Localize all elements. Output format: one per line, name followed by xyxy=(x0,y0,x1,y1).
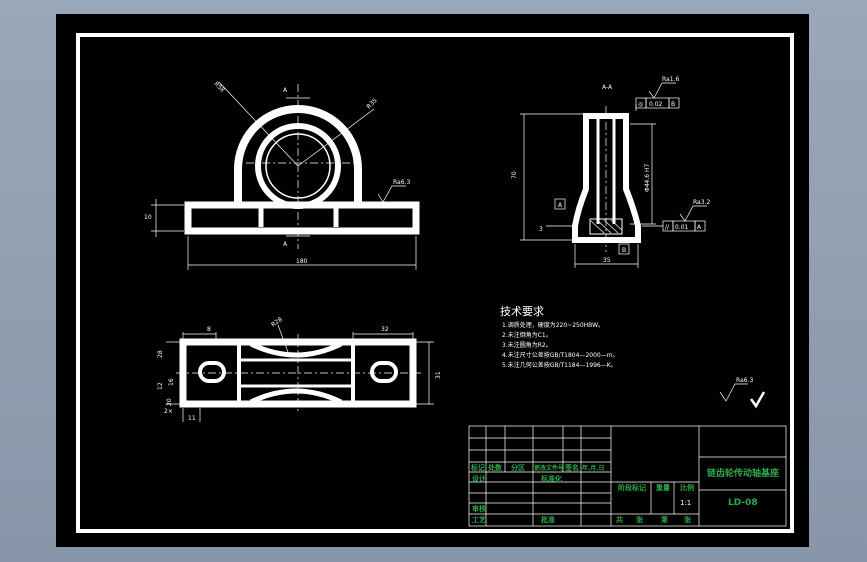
requirement-1: 1.调质处理，硬度为220~250HBW。 xyxy=(502,321,604,329)
drawing-border xyxy=(76,33,794,533)
tb-standard: 标准化 xyxy=(540,474,562,483)
requirements-title: 技术要求 xyxy=(500,305,544,318)
dim-top-h4: 12 xyxy=(157,382,164,390)
dim-top-right-h: 31 xyxy=(435,371,442,379)
tb-weight: 重量 xyxy=(656,483,670,492)
dim-height: 70 xyxy=(511,171,518,179)
tb-header-4: 签名 xyxy=(564,463,579,472)
dim-top-left: 8 xyxy=(207,326,211,333)
dim-top-h1: 28 xyxy=(157,350,164,358)
tb-review: 审核 xyxy=(472,504,486,513)
tb-header-1: 处数 xyxy=(487,463,503,472)
dim-r-outer: R58 xyxy=(213,80,226,93)
roughness-bottom: Ra3.2 xyxy=(693,199,710,206)
datum-b: B xyxy=(622,247,626,254)
dim-top-r: R28 xyxy=(270,316,284,329)
section-mark-top: A xyxy=(283,87,288,94)
datum-a: A xyxy=(558,202,563,209)
tb-header-0: 标记 xyxy=(470,463,485,472)
slot-right xyxy=(370,361,398,383)
tb-process: 工艺 xyxy=(472,515,486,524)
tb-scale-label: 比例 xyxy=(680,483,694,492)
dim-small: 3 xyxy=(539,226,543,233)
dim-top-bottom-left: 11 xyxy=(188,415,196,422)
section-title: A-A xyxy=(602,84,613,91)
dim-base-height: 10 xyxy=(144,214,152,221)
dim-top-h2: 16 xyxy=(168,378,175,386)
top-view: 8 32 R28 28 12 20 16 31 11 2× xyxy=(157,316,442,422)
dim-top-right: 32 xyxy=(381,326,389,333)
cad-drawing: R58 R35 A A 180 10 Ra6.3 A-A 70 xyxy=(76,33,794,533)
tb-scale: 1:1 xyxy=(680,499,691,507)
tb-sheet-2: 第 xyxy=(661,515,668,524)
dim-top-note: 2× xyxy=(164,408,173,415)
requirement-2: 2.未注倒角为C1。 xyxy=(502,331,552,339)
tolerance-bottom-value: 0.01 xyxy=(675,224,689,231)
tb-stage: 阶段标记 xyxy=(618,483,646,492)
tb-header-2: 分区 xyxy=(511,463,525,472)
requirement-4: 4.未注尺寸公差按GB/T1804—2000—m。 xyxy=(502,351,619,359)
tb-design: 设计 xyxy=(472,474,486,483)
base-outline xyxy=(184,201,420,235)
requirement-3: 3.未注圆角为R2。 xyxy=(502,341,552,349)
tolerance-top-value: 0.02 xyxy=(649,101,663,108)
tolerance-bottom-symbol: // xyxy=(665,224,670,231)
tb-sheet-0: 共 xyxy=(616,515,623,524)
dim-bore: Φ44.6 H7 xyxy=(644,163,651,192)
tb-drawing-title: 链齿轮传动轴基座 xyxy=(707,467,779,479)
dim-width: 180 xyxy=(296,258,308,265)
tolerance-bottom-datum: A xyxy=(697,224,702,231)
tb-header-5: 年.月.日 xyxy=(582,464,605,472)
tolerance-top-symbol: ◎ xyxy=(638,101,643,108)
roughness-top: Ra1.6 xyxy=(662,76,679,83)
tb-sheet-3: 张 xyxy=(684,515,692,524)
roughness-base: Ra6.3 xyxy=(393,179,410,186)
slot-left xyxy=(198,361,226,383)
section-mark-bottom: A xyxy=(283,241,288,248)
dim-top-h3: 20 xyxy=(166,398,173,406)
drawing-sheet: R58 R35 A A 180 10 Ra6.3 A-A 70 xyxy=(56,14,809,547)
tb-drawing-no: LD-08 xyxy=(728,498,758,508)
tech-requirements: 技术要求 1.调质处理，硬度为220~250HBW。 2.未注倒角为C1。 3.… xyxy=(500,305,766,409)
tb-header-3: 更改文件号 xyxy=(534,464,564,472)
section-view: A-A 70 Φ44.6 H7 35 3 A B ◎ xyxy=(511,76,710,268)
dim-section-width: 35 xyxy=(603,257,611,264)
dim-r-inner: R35 xyxy=(365,97,378,110)
title-block: 标记 处数 分区 更改文件号 签名 年.月.日 设计 标准化 审核 工艺 批准 … xyxy=(468,425,787,527)
requirement-5: 5.未注几何公差按GB/T1184—1996—K。 xyxy=(502,361,617,369)
tolerance-top-datum: B xyxy=(671,101,675,108)
general-roughness: Ra6.3 xyxy=(736,377,753,384)
front-view: R58 R35 A A 180 10 Ra6.3 xyxy=(144,80,420,270)
tb-sheet-1: 张 xyxy=(636,515,644,524)
tb-approve: 批准 xyxy=(541,515,555,524)
